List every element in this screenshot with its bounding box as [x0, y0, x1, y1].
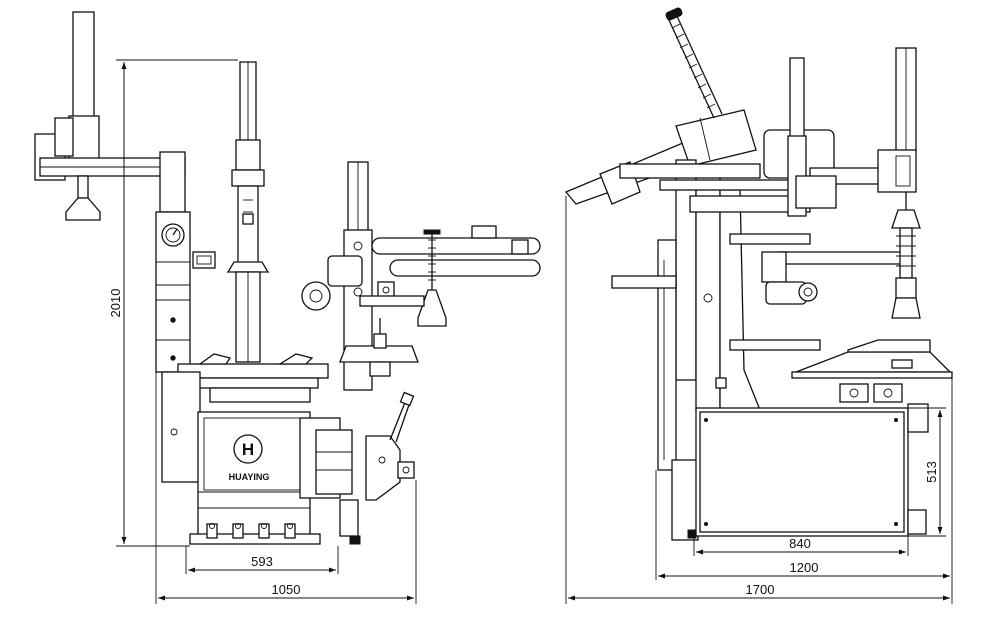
left-assist-arm: [34, 11, 186, 221]
turntable: [177, 353, 329, 403]
logo-letter: H: [242, 440, 254, 459]
front-cabinet: H HUAYING: [161, 371, 361, 545]
brand-logo-icon: [233, 434, 263, 464]
overall-depth-dimension: 1700: [746, 582, 775, 597]
front-view: H HUAYING: [34, 11, 541, 604]
right-tower: [301, 161, 541, 501]
side-view: 513 840 1200 1700: [564, 7, 953, 604]
base-depth-dimension: 1200: [790, 560, 819, 575]
side-turntable: [791, 339, 953, 403]
brand-text: HUAYING: [229, 472, 270, 482]
side-cabinet: [687, 403, 929, 539]
height-dimension: 2010: [108, 289, 123, 318]
base-width-dimension: 593: [251, 554, 273, 569]
cabinet-depth-dimension: 840: [789, 536, 811, 551]
side-dimensions: 513 840 1200 1700: [565, 196, 953, 604]
cabinet-height-dimension: 513: [924, 461, 939, 483]
front-dimensions: 2010 593 1050: [108, 59, 417, 604]
center-column: [226, 61, 270, 363]
foot-pedals: [206, 523, 296, 539]
overall-width-dimension: 1050: [272, 582, 301, 597]
side-right-column: [877, 47, 921, 319]
control-column: [155, 211, 216, 373]
side-arms: [619, 57, 911, 351]
